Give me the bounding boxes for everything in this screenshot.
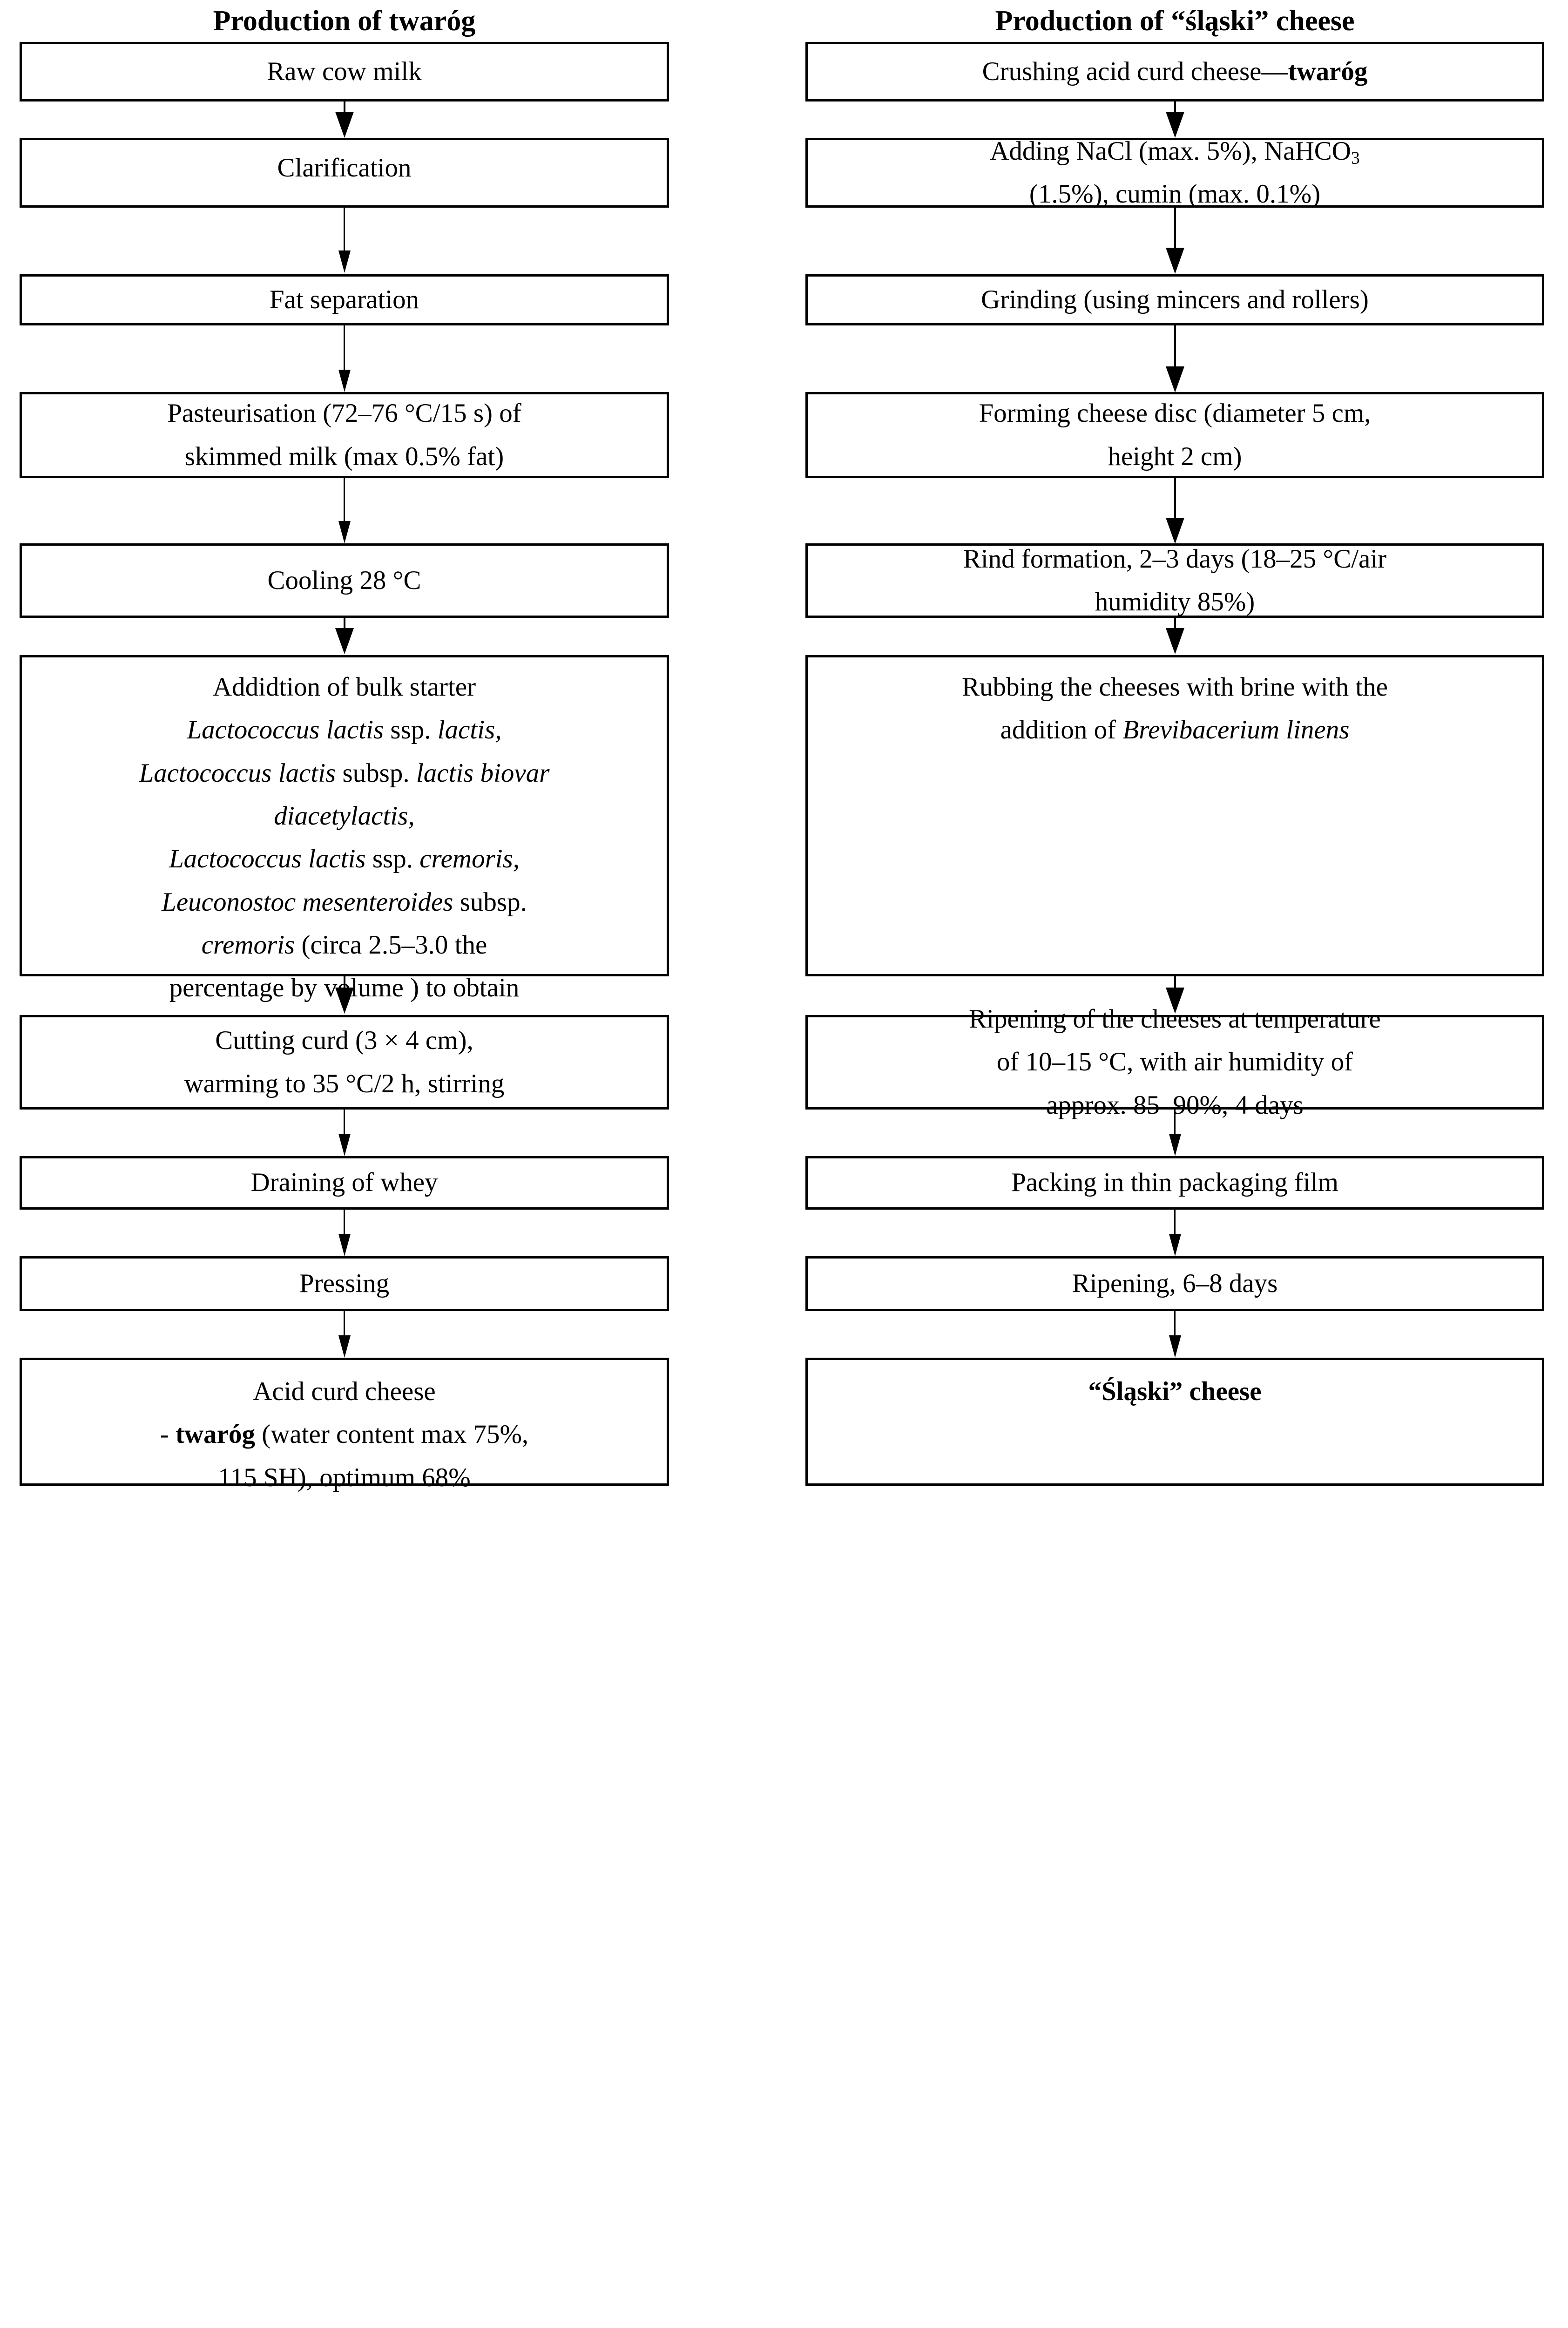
node-line-1: Cutting curd (3 × 4 cm), <box>215 1026 473 1056</box>
node-forming-disc[interactable]: Forming cheese disc (diameter 5 cm, heig… <box>805 392 1544 478</box>
node-label: Grinding (using mincers and rollers) <box>981 284 1369 314</box>
node-line-1: Pasteurisation (72–76 °C/15 s) of <box>167 399 521 428</box>
node-cutting-curd[interactable]: Cutting curd (3 × 4 cm), warming to 35 °… <box>20 1015 669 1110</box>
node-acid-curd-cheese[interactable]: Acid curd cheese - twaróg (water content… <box>20 1358 669 1492</box>
node-label: Rind formation, 2–3 days (18–25 °C/air h… <box>820 538 1530 624</box>
node-label: Raw cow milk <box>267 56 422 86</box>
node-line-2: height 2 cm) <box>1108 441 1242 471</box>
node-label: Pressing <box>299 1268 390 1298</box>
node-ripening-primary[interactable]: Ripening of the cheeses at temperature o… <box>805 1004 1544 1120</box>
node-label: Cutting curd (3 × 4 cm), warming to 35 °… <box>34 1019 655 1105</box>
node-line-1: Acid curd cheese <box>253 1377 436 1406</box>
node-line-3: 115 SH), optimum 68% <box>218 1462 471 1492</box>
rank-abbrev: subsp. <box>336 758 416 788</box>
node-line-2: warming to 35 °C/2 h, stirring <box>184 1069 505 1098</box>
node-line-1: Forming cheese disc (diameter 5 cm, <box>979 399 1371 428</box>
node-label: Pasteurisation (72–76 °C/15 s) of skimme… <box>34 392 655 478</box>
species-epithet: cremoris <box>201 930 295 960</box>
column-title-twarog: Production of twaróg <box>213 5 476 37</box>
node-label: Fat separation <box>269 284 419 314</box>
species-epithet: lactis, <box>437 715 502 745</box>
node-label: “Śląski” cheese <box>1088 1377 1262 1406</box>
node-bulk-starter[interactable]: Addidtion of bulk starter Lactococcus la… <box>20 655 669 1046</box>
species-name: Lactococcus lactis <box>169 844 366 874</box>
species-epithet: lactis biovar <box>416 758 550 788</box>
node-crushing[interactable]: Crushing acid curd cheese—twaróg <box>805 42 1544 102</box>
node-line-1a: Crushing acid curd cheese— <box>982 56 1288 86</box>
chemical-subscript: 3 <box>1351 148 1360 168</box>
node-cooling[interactable]: Cooling 28 °C <box>20 543 669 618</box>
product-name: twaróg <box>176 1420 255 1449</box>
rank-abbrev: subsp. <box>453 887 527 917</box>
rank-abbrev: ssp. <box>365 844 420 874</box>
node-adding-salts[interactable]: Adding NaCl (max. 5%), NaHCO3 (1.5%), cu… <box>805 136 1544 209</box>
node-line-1: Rind formation, 2–3 days (18–25 °C/air <box>963 544 1387 574</box>
node-pressing[interactable]: Pressing <box>20 1256 669 1311</box>
node-final-product[interactable]: “Śląski” cheese <box>805 1358 1544 1486</box>
column-title-slaski: Production of “śląski” cheese <box>995 5 1355 37</box>
node-fat-separation[interactable]: Fat separation <box>20 274 669 325</box>
product-name: twaróg <box>1288 56 1368 86</box>
node-label: Draining of whey <box>250 1168 438 1198</box>
node-draining-whey[interactable]: Draining of whey <box>20 1156 669 1210</box>
dash-marker: - <box>160 1420 176 1449</box>
node-label: Ripening, 6–8 days <box>1072 1268 1278 1298</box>
node-raw-cow-milk[interactable]: Raw cow milk <box>20 42 669 102</box>
node-rubbing-brine[interactable]: Rubbing the cheeses with brine with the … <box>805 655 1544 976</box>
node-clarification[interactable]: Clarification <box>20 138 669 208</box>
species-name: Leuconostoc mesenteroides <box>162 887 453 917</box>
node-line-1: Addidtion of bulk starter <box>212 672 476 702</box>
node-line-1: Ripening of the cheeses at temperature <box>969 1004 1381 1034</box>
node-grinding[interactable]: Grinding (using mincers and rollers) <box>805 274 1544 325</box>
species-name: Lactococcus lactis <box>187 715 384 745</box>
node-line-2: (1.5%), cumin (max. 0.1%) <box>1029 179 1321 209</box>
column-twarog: Production of twaróg Raw cow milk Clarif… <box>20 0 669 1492</box>
node-label: Addidtion of bulk starter Lactococcus la… <box>34 666 655 1053</box>
node-label: Cooling 28 °C <box>267 565 421 595</box>
node-ripening-secondary[interactable]: Ripening, 6–8 days <box>805 1256 1544 1311</box>
node-label: Acid curd cheese - twaróg (water content… <box>34 1370 655 1499</box>
node-line-2a: addition of <box>1000 715 1123 745</box>
node-line-2: humidity 85%) <box>1095 587 1255 616</box>
node-line-2: of 10–15 °C, with air humidity of <box>996 1047 1353 1077</box>
rank-abbrev: ssp. <box>384 715 438 745</box>
node-packing[interactable]: Packing in thin packaging film <box>805 1156 1544 1210</box>
node-line-1: Adding NaCl (max. 5%), NaHCO <box>990 136 1351 166</box>
species-name: Brevibacerium linens <box>1122 715 1350 745</box>
species-name: Lactococcus lactis <box>139 758 336 788</box>
node-label: Adding NaCl (max. 5%), NaHCO3 (1.5%), cu… <box>820 130 1530 216</box>
node-pasteurisation[interactable]: Pasteurisation (72–76 °C/15 s) of skimme… <box>20 392 669 478</box>
node-line-1: Rubbing the cheeses with brine with the <box>962 672 1388 702</box>
node-label: Ripening of the cheeses at temperature o… <box>820 998 1530 1127</box>
species-epithet: diacetylactis, <box>274 801 415 831</box>
column-slaski: Production of “śląski” cheese Crushing a… <box>805 0 1544 1486</box>
node-line-7b: (circa 2.5–3.0 the <box>295 930 487 960</box>
node-label: Packing in thin packaging film <box>1011 1168 1338 1198</box>
node-label: Forming cheese disc (diameter 5 cm, heig… <box>820 392 1530 478</box>
species-epithet: cremoris, <box>419 844 520 874</box>
node-line-2: skimmed milk (max 0.5% fat) <box>184 441 504 471</box>
node-label: Crushing acid curd cheese—twaróg <box>820 50 1530 93</box>
node-label: Clarification <box>277 153 412 183</box>
node-rind-formation[interactable]: Rind formation, 2–3 days (18–25 °C/air h… <box>805 543 1544 618</box>
node-label: Rubbing the cheeses with brine with the … <box>820 666 1530 752</box>
node-line-2c: (water content max 75%, <box>255 1420 529 1449</box>
